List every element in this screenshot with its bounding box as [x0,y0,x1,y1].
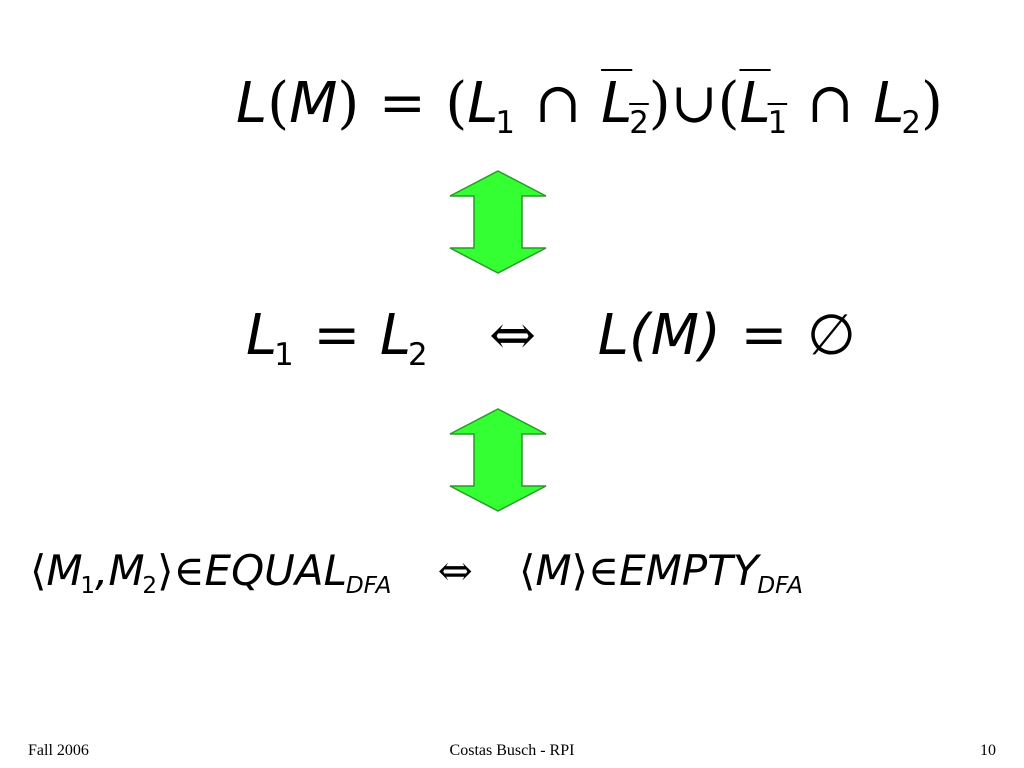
eq3-rangle-2: ⟩ [571,546,588,595]
eq1-sub-2: 2 [629,104,649,141]
eq2-L2: L [379,303,412,368]
eq3-empty: EMPTY [619,546,759,595]
eq1-L1-complement: L1 [739,71,787,139]
eq1-sub-4: 2 [901,104,922,141]
eq1-lparen: ( [267,71,290,136]
eq3-equal: EQUAL [204,546,348,595]
eq2-sub-1: 1 [274,336,294,373]
eq2-iff: ⇔ [489,303,537,368]
eq2-equals-2: = [740,303,788,368]
footer-date: Fall 2006 [28,742,89,759]
eq1-rparen: ) [337,71,360,136]
eq2-sub-2: 2 [407,336,428,373]
eq1-L2bar: L [601,71,633,136]
eq1-L2-complement: L2 [601,71,649,139]
eq1-open-paren-1: ( [445,71,468,136]
eq1-close-paren-2: ) [921,71,943,136]
double-arrow-shape [449,170,547,274]
eq3-element-of: ∈ [173,546,205,595]
eq1-open-paren-2: ( [717,71,740,136]
footer-page-number: 10 [980,742,996,759]
eq3-element-of-2: ∈ [588,546,620,595]
eq1-sub-1: 1 [495,104,515,141]
eq1-L1: L [467,71,499,136]
eq2-L1: L [246,303,278,368]
double-arrow-icon [449,170,547,274]
eq2-LM: L(M) [597,303,721,368]
eq3-rangle: ⟩ [157,546,174,595]
eq3-equal-sub: DFA [345,573,392,600]
eq1-L1bar: L [739,71,771,136]
eq1-close-paren-1: ) [648,71,671,136]
eq3-empty-sub: DFA [757,573,803,600]
double-arrow-icon [449,408,547,512]
eq3-M2: M [108,546,145,595]
eq3-sub-2: 2 [142,573,158,600]
eq1-union: ∪ [670,71,718,136]
eq3-M: M [535,546,572,595]
eq3-comma: , [95,546,109,595]
equation-top: L(M)=(L1∩L2)∪(L1∩L2) [236,76,943,139]
eq1-L2: L [873,71,905,136]
eq1-M: M [289,71,338,136]
eq1-intersection-2: ∩ [806,71,854,136]
eq3-langle-2: ⟨ [518,546,536,595]
eq1-sub-3: 1 [767,104,788,141]
eq3-iff: ⇔ [437,546,473,595]
eq1-equals: = [378,71,426,136]
eq3-langle: ⟨ [30,546,47,595]
eq2-empty-set: ∅ [807,303,856,368]
eq3-sub-1: 1 [80,573,96,600]
equation-bottom: ⟨M1,M2⟩∈EQUALDFA⇔⟨M⟩∈EMPTYDFA [30,550,803,598]
eq3-M1: M [46,546,83,595]
double-arrow-shape [449,408,547,512]
eq1-intersection: ∩ [534,71,582,136]
eq2-equals: = [313,303,361,368]
equation-middle: L1=L2⇔L(M)=∅ [246,308,856,371]
footer-author: Costas Busch - RPI [449,742,575,759]
eq1-L: L [236,71,268,136]
